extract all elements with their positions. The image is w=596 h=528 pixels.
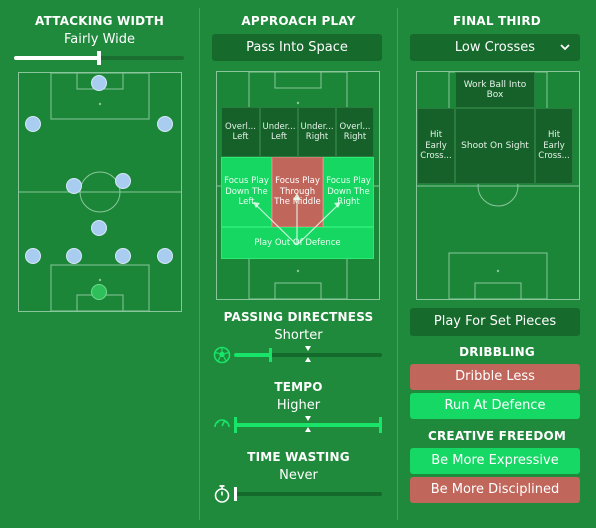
- football-icon: [213, 346, 231, 364]
- default-marker-icon: [305, 416, 311, 421]
- final-third-title: FINAL THIRD: [453, 14, 541, 28]
- attacking-width-slider-handle[interactable]: [97, 51, 101, 65]
- zone-overlap-left[interactable]: Overl... Left: [221, 107, 260, 157]
- attacking-width-slider-fill: [14, 56, 99, 60]
- default-marker-icon: [305, 346, 311, 351]
- passing-directness-title: PASSING DIRECTNESS: [223, 310, 374, 324]
- be-more-disciplined-button[interactable]: Be More Disciplined: [410, 477, 580, 503]
- time-wasting-title: TIME WASTING: [247, 450, 350, 464]
- attacking-width-title: ATTACKING WIDTH: [35, 14, 164, 28]
- time-wasting-value: Never: [279, 468, 318, 483]
- tempo-slider-fill: [234, 423, 382, 427]
- approach-play-dropdown[interactable]: Pass Into Space: [212, 34, 382, 61]
- zone-work-ball-into-box[interactable]: Work Ball Into Box: [455, 72, 535, 108]
- run-at-defence-button[interactable]: Run At Defence: [410, 393, 580, 419]
- time-wasting-slider-handle[interactable]: [234, 487, 237, 501]
- player-marker[interactable]: [157, 248, 173, 264]
- final-third-dropdown-label: Low Crosses: [454, 40, 536, 55]
- tempo-value: Higher: [276, 398, 321, 413]
- zone-underlap-right[interactable]: Under... Right: [298, 107, 336, 157]
- player-marker[interactable]: [115, 173, 131, 189]
- creative-freedom-title: CREATIVE FREEDOM: [427, 429, 567, 443]
- zone-underlap-left[interactable]: Under... Left: [260, 107, 298, 157]
- zone-play-out-of-defence[interactable]: Play Out Of Defence: [221, 227, 374, 259]
- goalkeeper-marker[interactable]: [91, 284, 107, 300]
- zone-focus-left[interactable]: Focus Play Down The Left: [221, 157, 272, 227]
- column-divider: [397, 8, 398, 520]
- default-marker-icon: [305, 427, 311, 432]
- passing-directness-value: Shorter: [274, 328, 323, 343]
- zone-focus-middle[interactable]: Focus Play Through The Middle: [272, 157, 323, 227]
- default-marker-icon: [305, 357, 311, 362]
- zone-hit-early-cross-right[interactable]: Hit Early Cross...: [535, 108, 573, 184]
- zone-shoot-on-sight[interactable]: Shoot On Sight: [455, 108, 535, 184]
- approach-play-title: APPROACH PLAY: [241, 14, 356, 28]
- player-marker[interactable]: [25, 248, 41, 264]
- tempo-slider-start-cap: [234, 417, 237, 433]
- zone-hit-early-cross-left[interactable]: Hit Early Cross...: [417, 108, 455, 184]
- player-marker[interactable]: [91, 220, 107, 236]
- passing-directness-slider-track[interactable]: [234, 353, 382, 357]
- time-wasting-slider-track[interactable]: [234, 492, 382, 496]
- dribble-less-button[interactable]: Dribble Less: [410, 364, 580, 390]
- formation-pitch: [18, 72, 182, 312]
- be-more-expressive-button[interactable]: Be More Expressive: [410, 448, 580, 474]
- passing-directness-slider-handle[interactable]: [269, 348, 272, 362]
- final-third-dropdown[interactable]: Low Crosses: [410, 34, 580, 61]
- passing-directness-slider-fill: [234, 353, 271, 357]
- approach-play-panel: APPROACH PLAY Pass Into Space Overl... L…: [200, 0, 397, 528]
- player-marker[interactable]: [115, 248, 131, 264]
- player-marker[interactable]: [25, 116, 41, 132]
- dribbling-title: DRIBBLING: [459, 345, 535, 359]
- zone-overlap-right[interactable]: Overl... Right: [336, 107, 374, 157]
- player-marker[interactable]: [91, 75, 107, 91]
- final-third-panel: FINAL THIRD Low Crosses Work Ball Into B…: [398, 0, 596, 528]
- stopwatch-icon: [214, 485, 230, 503]
- play-for-set-pieces-button[interactable]: Play For Set Pieces: [410, 308, 580, 336]
- speedometer-icon: [214, 419, 230, 428]
- player-marker[interactable]: [157, 116, 173, 132]
- chevron-down-icon: [560, 34, 570, 61]
- tempo-title: TEMPO: [274, 380, 323, 394]
- attacking-width-value: Fairly Wide: [63, 32, 136, 47]
- player-marker[interactable]: [66, 178, 82, 194]
- zone-focus-right[interactable]: Focus Play Down The Right: [323, 157, 374, 227]
- attacking-width-panel: ATTACKING WIDTH Fairly Wide: [0, 0, 199, 528]
- column-divider: [199, 8, 200, 520]
- player-marker[interactable]: [66, 248, 82, 264]
- tempo-slider-handle[interactable]: [379, 417, 382, 433]
